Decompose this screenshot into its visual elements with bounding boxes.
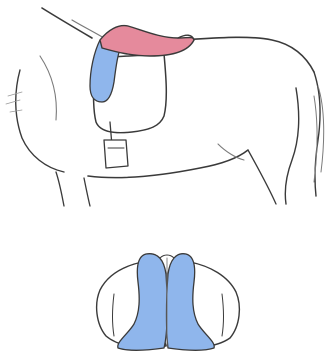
saddle-underside-view: [97, 254, 240, 351]
saddle-girth: [104, 140, 128, 168]
horse-front-leg: [56, 172, 64, 206]
horse-flank-fold: [218, 144, 244, 160]
horse-shading: [6, 92, 22, 112]
horse-back-line: [180, 37, 314, 72]
horse-hindquarter: [285, 88, 298, 204]
horse-mane-line: [42, 8, 92, 38]
horse-shoulder: [40, 56, 56, 120]
horse-hind-leg: [248, 150, 276, 204]
horse-front-leg-2: [84, 178, 90, 206]
horse-chest: [16, 70, 64, 172]
saddle-side-view: [90, 26, 194, 168]
saddle-seat-side: [100, 26, 194, 56]
